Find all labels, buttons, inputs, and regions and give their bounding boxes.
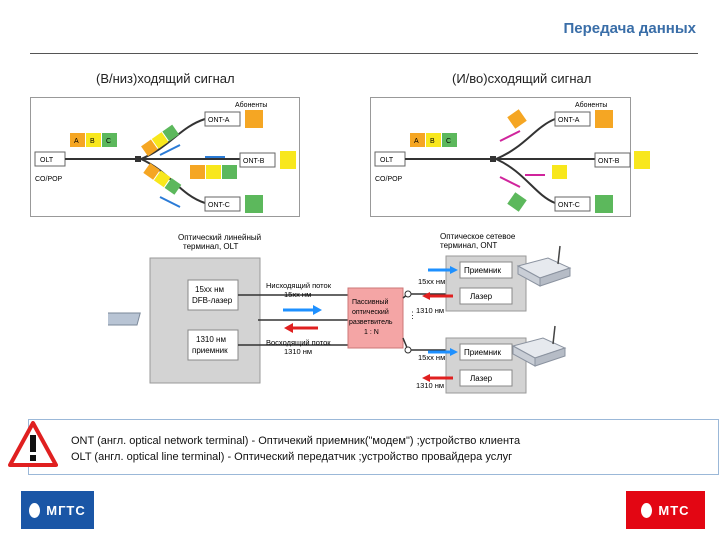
ont-title-line-1: Оптическое сетевое bbox=[440, 232, 516, 241]
packet-a bbox=[70, 133, 85, 147]
packet-b bbox=[86, 133, 101, 147]
upstream-tree-diagram: Абоненты OLT CO/POP A B C ONT-A ONT-B ON… bbox=[370, 97, 650, 217]
upstream-arrow-a bbox=[499, 130, 521, 142]
olt-block bbox=[149, 257, 261, 384]
ont2-receiver-label: Приемник bbox=[464, 348, 502, 357]
olt-label: OLT bbox=[380, 157, 394, 164]
ont2-up-wavelength: 1310 нм bbox=[416, 381, 444, 390]
ont1-down-wavelength: 15xx нм bbox=[418, 277, 445, 286]
packet-c-label: C bbox=[106, 138, 111, 145]
subscribers-label: Абоненты bbox=[575, 101, 607, 109]
ont-a-label: ONT-A bbox=[208, 117, 230, 124]
ont2-down-wavelength: 15xx нм bbox=[418, 353, 445, 362]
warning-icon bbox=[8, 421, 58, 467]
packet-a-label: A bbox=[74, 138, 79, 145]
ont1-up-wavelength: 1310 нм bbox=[416, 306, 444, 315]
ont2-laser-label: Лазер bbox=[470, 374, 493, 383]
ont-c-label: ONT-C bbox=[558, 202, 580, 209]
ont-c-label: ONT-C bbox=[208, 202, 230, 209]
passive-splitter bbox=[347, 287, 404, 349]
downstream-arrow-c bbox=[159, 196, 181, 208]
modem-icon-1 bbox=[516, 245, 572, 287]
ont-b-label: ONT-B bbox=[243, 158, 265, 165]
ont-a-label: ONT-A bbox=[558, 117, 580, 124]
packet-c-label: C bbox=[446, 138, 451, 145]
splitter-line-2: оптический bbox=[352, 308, 389, 316]
upstream-arrow-c bbox=[499, 176, 521, 188]
ont-title-line-2: терминал, ONT bbox=[440, 241, 497, 250]
olt-label: OLT bbox=[40, 157, 54, 164]
splitter-line-1: Пассивный bbox=[352, 298, 388, 306]
olt-title-line-1: Оптический линейный bbox=[178, 233, 261, 242]
mgts-logo-text: МГТС bbox=[46, 502, 86, 518]
packet-c bbox=[102, 133, 117, 147]
downstream-tree-diagram: Абоненты OLT CO/POP A B C ONT-A ONT-B ON… bbox=[30, 97, 300, 217]
packet-b-label: B bbox=[430, 138, 435, 145]
rx-wavelength: 1310 нм bbox=[196, 335, 226, 344]
modem-icon-2 bbox=[511, 325, 567, 367]
downstream-label: (В/низ)ходящий сигнал bbox=[96, 71, 235, 86]
title-divider bbox=[30, 53, 698, 54]
ont-definition: ONT (англ. optical network terminal) - О… bbox=[71, 435, 521, 447]
dfb-label: DFB-лазер bbox=[192, 296, 233, 305]
upstream-label: (И/во)сходящий сигнал bbox=[452, 71, 592, 86]
slide-title: Передача данных bbox=[563, 20, 696, 37]
more-onts-dots: ⋮ bbox=[408, 310, 417, 320]
definitions-box bbox=[28, 419, 719, 475]
ont1-receiver-label: Приемник bbox=[464, 266, 502, 275]
subscriber-c bbox=[245, 195, 263, 213]
upstream-flow-wavelength: 1310 нм bbox=[284, 347, 312, 356]
rx-label: приемник bbox=[192, 346, 228, 355]
packet-a-label: A bbox=[414, 138, 419, 145]
packet-b-label: B bbox=[90, 138, 95, 145]
mts-egg-icon bbox=[641, 502, 653, 518]
mgts-egg-icon bbox=[29, 502, 41, 518]
splitter-ratio: 1 : N bbox=[364, 329, 379, 336]
co-pop-label: CO/POP bbox=[35, 176, 63, 183]
downstream-flow-label: Нисходящий поток bbox=[266, 281, 332, 290]
downstream-arrow-a bbox=[159, 144, 181, 156]
olt-rack-device bbox=[108, 312, 141, 326]
mts-logo: МТС bbox=[626, 491, 705, 529]
subscriber-a bbox=[245, 110, 263, 128]
splitter-node bbox=[135, 156, 141, 162]
upstream-flow-label: Восходящий поток bbox=[266, 338, 331, 347]
pon-architecture-diagram: Оптический линейный терминал, OLT 15xx н… bbox=[108, 232, 572, 394]
subscriber-b bbox=[280, 151, 296, 169]
ont1-laser-label: Лазер bbox=[470, 292, 493, 301]
downstream-flow-wavelength: 15xx нм bbox=[284, 290, 311, 299]
splitter-line-3: разветвитель bbox=[349, 319, 393, 326]
mgts-logo: МГТС bbox=[21, 491, 94, 529]
olt-receiver-box bbox=[187, 329, 239, 361]
dfb-wavelength: 15xx нм bbox=[195, 285, 224, 294]
mts-logo-text: МТС bbox=[658, 502, 690, 518]
olt-title-line-2: терминал, OLT bbox=[183, 242, 239, 251]
olt-definition: OLT (англ. optical line terminal) - Опти… bbox=[71, 451, 513, 463]
ont-b-label: ONT-B bbox=[598, 158, 620, 165]
dfb-laser-box bbox=[187, 279, 239, 311]
subscribers-label: Абоненты bbox=[235, 101, 267, 109]
co-pop-label: CO/POP bbox=[375, 176, 403, 183]
